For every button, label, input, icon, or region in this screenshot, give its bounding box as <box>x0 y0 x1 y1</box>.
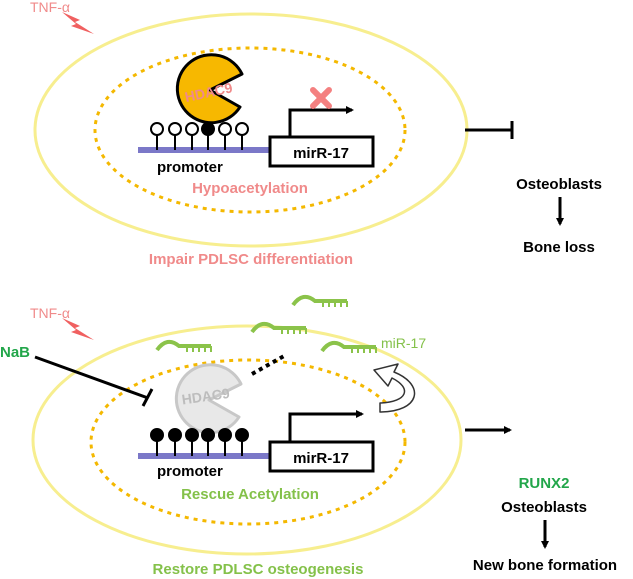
nab-inhibition-line <box>34 355 154 407</box>
bottom-site-3 <box>185 428 199 442</box>
top-bone-loss-label: Bone loss <box>523 239 595 256</box>
bottom-panel: TNF-α NaB mi <box>0 294 617 578</box>
top-state-label: Hypoacetylation <box>192 180 308 197</box>
mirna-strands <box>155 294 377 353</box>
runx2-label: RUNX2 <box>519 475 570 492</box>
bottom-gene-box <box>268 440 375 473</box>
top-panel: TNF-α HDAC9 promoter mirR-17 Hypoacetyla… <box>30 0 602 268</box>
bottom-lightning-bolt-icon <box>62 318 94 340</box>
top-histone-sites <box>150 122 249 150</box>
top-hdac9-pacman-icon <box>175 53 244 125</box>
mirna-strand-icon <box>250 321 307 334</box>
top-site-2 <box>168 122 182 136</box>
bottom-site-1 <box>150 428 164 442</box>
bottom-nucleus-outline <box>89 358 407 526</box>
bottom-cell-outline <box>31 324 463 556</box>
bottom-outcome-label: Restore PDLSC osteogenesis <box>153 561 364 578</box>
top-site-4 <box>201 122 215 136</box>
new-bone-formation-label: New bone formation <box>473 557 617 574</box>
mirna-strand-icon <box>320 340 377 353</box>
bottom-site-2 <box>168 428 182 442</box>
top-lightning-bolt-icon <box>62 12 94 34</box>
curved-arrow-icon <box>373 363 416 413</box>
bottom-site-4 <box>201 428 215 442</box>
top-transcription-arrow <box>288 106 354 140</box>
bottom-hdac9-label: HDAC9 <box>181 385 231 408</box>
mirna-strand-icon <box>155 339 212 352</box>
top-site-3 <box>185 122 199 136</box>
bottom-site-5 <box>218 428 232 442</box>
top-osteoblasts-label: Osteoblasts <box>516 176 602 193</box>
top-inhibition-arrow <box>465 121 514 139</box>
top-gene-box <box>268 135 375 168</box>
top-tnf-label: TNF-α <box>30 0 70 15</box>
top-gene-label: mirR-17 <box>293 145 349 162</box>
top-nucleus-outline <box>93 46 407 214</box>
bottom-promoter-label: promoter <box>157 463 223 480</box>
top-promoter-label: promoter <box>157 159 223 176</box>
bottom-state-label: Rescue Acetylation <box>181 486 319 503</box>
bottom-site-6 <box>235 428 249 442</box>
bottom-tnf-label: TNF-α <box>30 305 70 321</box>
bottom-transcription-arrow <box>288 410 364 446</box>
top-cross-mark-icon <box>310 87 332 109</box>
bottom-gene-label: mirR-17 <box>293 450 349 467</box>
top-outcome-label: Impair PDLSC differentiation <box>149 251 353 268</box>
nab-label: NaB <box>0 344 30 361</box>
bottom-histone-sites <box>150 428 249 456</box>
mirna-strand-icon <box>291 294 348 307</box>
bottom-osteoblasts-label: Osteoblasts <box>501 499 587 516</box>
top-site-6 <box>235 122 249 136</box>
top-site-1 <box>150 122 164 136</box>
top-site-5 <box>218 122 232 136</box>
blocked-interaction-line <box>251 354 285 376</box>
mirna-label: miR-17 <box>381 335 426 351</box>
